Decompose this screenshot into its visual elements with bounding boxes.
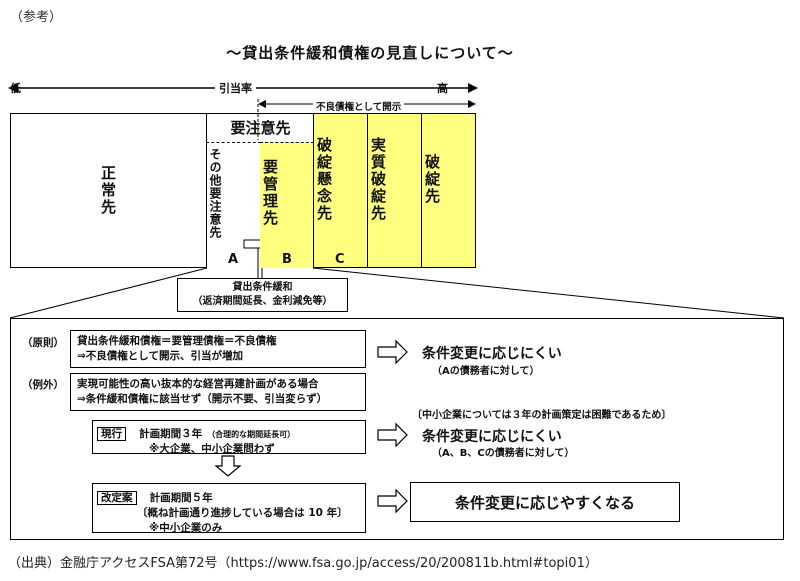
restructured-line1: 貸出条件緩和 bbox=[232, 282, 293, 293]
category-special: 要管理先 bbox=[261, 159, 279, 227]
current-line1a: 計画期間３年 bbox=[139, 428, 203, 440]
exception-box: 実現可能性の高い抜本的な経営再建計画がある場合 ⇒条件緩和債権に該当せず（開示不… bbox=[70, 373, 366, 411]
principle-line2: ⇒不良債権として開示、引当が増加 bbox=[77, 350, 243, 362]
current-result-note: （A、B、Cの債務者に対して） bbox=[432, 448, 575, 459]
diagram-title: ～貸出条件緩和債権の見直しについて～ bbox=[226, 44, 514, 62]
category-watch-label: 要注意先 bbox=[230, 119, 291, 137]
current-box: 現行 計画期間３年 （合理的な期間延長可） ※大企業、中小企業問わず bbox=[92, 420, 366, 455]
principle-result-note: （Aの債務者に対して） bbox=[432, 366, 540, 377]
current-result: 条件変更に応じにくい bbox=[422, 429, 562, 445]
category-de-facto-box: 実質破綻先 bbox=[367, 113, 422, 268]
revised-result-box: 条件変更に応じやすくなる bbox=[410, 482, 680, 522]
category-de-facto: 実質破綻先 bbox=[369, 136, 387, 222]
category-watch-other: その他要注意先 bbox=[208, 147, 222, 239]
revised-line2: 〔概ね計画通り進捗している場合は 10 年〕 bbox=[137, 507, 348, 519]
category-bankrupt-box: 破綻先 bbox=[421, 113, 476, 268]
arrow-left-head bbox=[8, 83, 18, 93]
category-special-box: 要管理先 bbox=[260, 142, 314, 268]
exception-tag: （例外） bbox=[22, 379, 64, 391]
current-note: 〔中小企業については３年の計画策定は困難であるため〕 bbox=[412, 410, 672, 421]
scale-mid-label: 引当率 bbox=[215, 80, 256, 96]
category-doubtful-box: 破綻懸念先 bbox=[313, 113, 368, 268]
category-doubtful: 破綻懸念先 bbox=[315, 136, 333, 222]
category-normal: 正常先 bbox=[10, 113, 207, 268]
marker-a: A bbox=[228, 252, 239, 267]
revised-tag: 改定案 bbox=[97, 491, 137, 505]
current-line1b: （合理的な期間延長可） bbox=[207, 430, 296, 439]
revised-result: 条件変更に応じやすくなる bbox=[454, 493, 635, 512]
scale-high-label: 高 bbox=[437, 82, 448, 95]
arrow-right-head bbox=[468, 83, 478, 93]
scale-low-label: 低 bbox=[10, 82, 21, 95]
explanation-panel bbox=[10, 318, 784, 540]
revised-line1: 計画期間５年 bbox=[149, 492, 213, 504]
category-watch-other-box: その他要注意先 bbox=[206, 142, 261, 268]
marker-b: B bbox=[282, 252, 292, 267]
npl-range-label: 不良債権として開示 bbox=[313, 99, 405, 113]
restructured-box: 貸出条件緩和 （返済期間延長、金利減免等） bbox=[177, 278, 348, 312]
revised-box: 改定案 計画期間５年 〔概ね計画通り進捗している場合は 10 年〕 ※中小企業の… bbox=[92, 483, 366, 534]
current-tag: 現行 bbox=[97, 427, 126, 441]
revised-line3: ※中小企業のみ bbox=[149, 522, 223, 534]
category-bankrupt: 破綻先 bbox=[423, 153, 441, 205]
category-watch: 要注意先 bbox=[206, 113, 315, 143]
source-citation: （出典）金融庁アクセスFSA第72号（https://www.fsa.go.jp… bbox=[8, 556, 598, 571]
marker-c: C bbox=[335, 252, 345, 267]
exception-line1: 実現可能性の高い抜本的な経営再建計画がある場合 bbox=[77, 378, 319, 390]
principle-result: 条件変更に応じにくい bbox=[422, 346, 562, 362]
exception-line2: ⇒条件緩和債権に該当せず（開示不要、引当変らず） bbox=[77, 393, 328, 405]
principle-tag: （原則） bbox=[22, 337, 64, 349]
reference-label: （参考） bbox=[10, 10, 63, 25]
current-line2: ※大企業、中小企業問わず bbox=[149, 443, 275, 455]
restructured-line2: （返済期間延長、金利減免等） bbox=[192, 296, 333, 307]
principle-box: 貸出条件緩和債権＝要管理債権＝不良債権 ⇒不良債権として開示、引当が増加 bbox=[70, 330, 366, 368]
principle-line1: 貸出条件緩和債権＝要管理債権＝不良債権 bbox=[77, 335, 277, 347]
